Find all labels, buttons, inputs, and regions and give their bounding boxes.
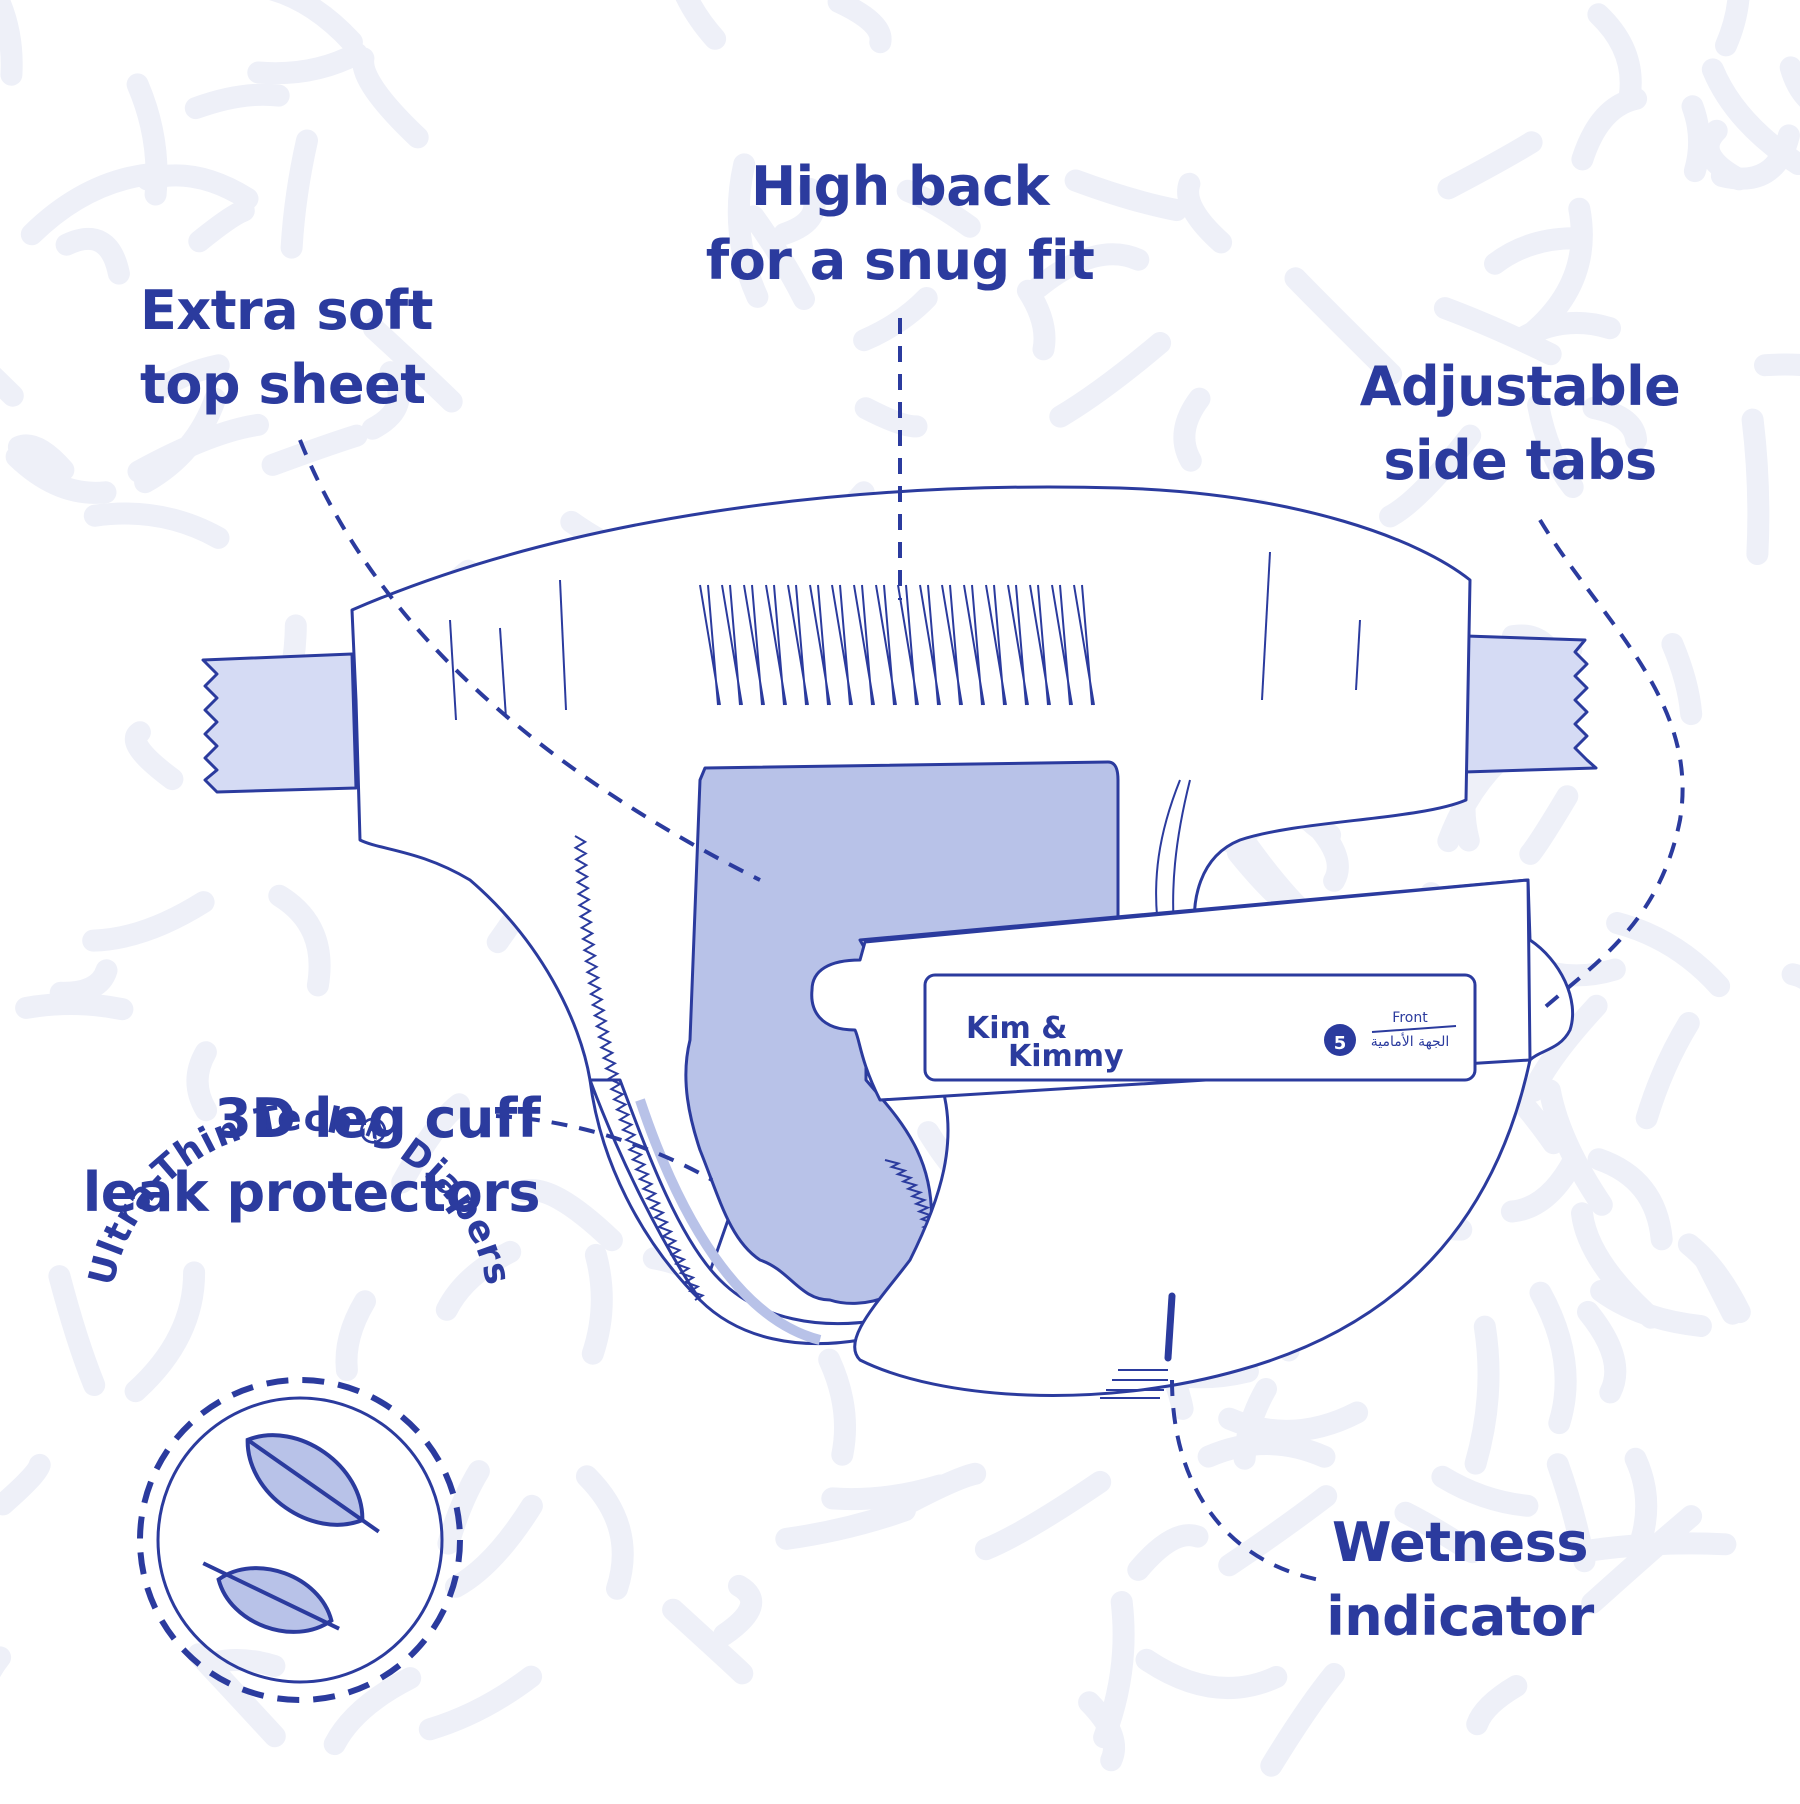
pattern-squiggle — [1476, 1327, 1489, 1464]
leaf-icon — [228, 1412, 398, 1559]
pattern-squiggle — [1693, 106, 1700, 171]
pattern-squiggle — [292, 141, 307, 248]
pattern-squiggle — [1028, 291, 1045, 350]
pattern-squiggle — [258, 54, 357, 74]
callout-top-sheet-line1: Extra soft — [140, 274, 560, 348]
pattern-squiggle — [1188, 184, 1221, 243]
pattern-squiggle — [829, 1360, 845, 1455]
pattern-squiggle — [0, 320, 13, 396]
pattern-squiggle — [1582, 99, 1636, 160]
callout-side-tabs: Adjustable side tabs — [1330, 350, 1710, 498]
pattern-squiggle — [95, 514, 219, 538]
pattern-squiggle — [1104, 1602, 1124, 1737]
callout-top-sheet: Extra soft top sheet — [140, 274, 560, 422]
pattern-squiggle — [196, 95, 279, 108]
pattern-squiggle — [32, 174, 152, 234]
pattern-squiggle — [1229, 1413, 1357, 1431]
pattern-squiggle — [448, 1471, 479, 1544]
pattern-squiggle — [912, 1474, 975, 1502]
pattern-squiggle — [61, 970, 107, 993]
callout-leg-cuff-line1: 3D leg cuff — [40, 1082, 540, 1156]
pattern-squiggle — [1442, 1477, 1527, 1506]
pattern-squiggle — [1793, 974, 1800, 1041]
pattern-squiggle — [1588, 1312, 1615, 1393]
right-side-tab — [1464, 636, 1596, 772]
pattern-squiggle — [3, 1465, 40, 1505]
pattern-squiggle — [669, 0, 715, 39]
pattern-squiggle — [136, 1272, 195, 1391]
callout-top-sheet-line2: top sheet — [140, 348, 560, 422]
pattern-squiggle — [1271, 1674, 1334, 1766]
pattern-squiggle — [1495, 238, 1574, 263]
pattern-squiggle — [1617, 923, 1719, 986]
pattern-squiggle — [1477, 1686, 1516, 1724]
pattern-squiggle — [59, 1276, 94, 1385]
pattern-squiggle — [1726, 0, 1739, 45]
callout-leg-cuff: 3D leg cuff leak protectors — [40, 1082, 540, 1230]
pattern-squiggle — [1541, 1293, 1566, 1423]
pattern-squiggle — [1060, 343, 1160, 417]
pattern-squiggle — [1753, 420, 1759, 554]
callout-high-back: High back for a snug fit — [640, 150, 1160, 298]
left-side-tab — [203, 654, 356, 792]
pattern-squiggle — [279, 896, 319, 986]
callout-wetness: Wetness indicator — [1290, 1506, 1630, 1654]
pattern-squiggle — [273, 436, 357, 465]
pattern-squiggle — [335, 1678, 411, 1744]
front-label-arabic: الجهة الأمامية — [1371, 1032, 1449, 1050]
front-label: Front — [1392, 1010, 1428, 1026]
size-number: 5 — [1334, 1033, 1347, 1054]
pattern-squiggle — [1791, 67, 1800, 114]
pattern-squiggle — [1636, 1459, 1647, 1539]
pattern-squiggle — [1512, 1159, 1574, 1211]
callout-side-tabs-line1: Adjustable — [1330, 350, 1710, 424]
pattern-squiggle — [724, 1586, 751, 1635]
callout-high-back-line1: High back — [640, 150, 1160, 224]
leaf-icon — [190, 1546, 350, 1651]
pattern-squiggle — [866, 408, 917, 426]
pattern-squiggle — [1138, 1535, 1197, 1570]
pattern-squiggle — [786, 1510, 905, 1539]
callout-side-tabs-line2: side tabs — [1330, 424, 1710, 498]
callout-wetness-line2: indicator — [1290, 1580, 1630, 1654]
pattern-squiggle — [587, 1476, 623, 1589]
pattern-squiggle — [1765, 365, 1800, 370]
pattern-squiggle — [199, 211, 244, 242]
pattern-squiggle — [136, 732, 173, 779]
pattern-squiggle — [986, 1482, 1100, 1549]
pattern-squiggle — [243, 0, 352, 42]
pattern-squiggle — [93, 902, 203, 941]
pattern-squiggle — [346, 1301, 365, 1370]
pattern-squiggle — [1672, 644, 1691, 714]
pattern-squiggle — [214, 1660, 275, 1666]
wetness-indicator-strip — [1168, 1296, 1172, 1358]
callout-high-back-line2: for a snug fit — [640, 224, 1160, 298]
pattern-squiggle — [0, 0, 12, 75]
callout-wetness-line1: Wetness — [1290, 1506, 1630, 1580]
pattern-squiggle — [1448, 142, 1531, 188]
pattern-squiggle — [1147, 1660, 1277, 1688]
pattern-squiggle — [1209, 1444, 1325, 1457]
pattern-squiggle — [1598, 14, 1630, 95]
pattern-squiggle — [1709, 131, 1740, 180]
pattern-squiggle — [26, 1004, 122, 1009]
pattern-squiggle — [430, 1677, 531, 1730]
pattern-squiggle — [839, 2, 881, 42]
pattern-squiggle — [1184, 399, 1199, 461]
callout-leg-cuff-line2: leak protectors — [40, 1156, 540, 1230]
brand-line-2: Kimmy — [1008, 1039, 1124, 1074]
pattern-squiggle — [1521, 323, 1610, 339]
pattern-squiggle — [1530, 796, 1567, 854]
pattern-squiggle — [1647, 1023, 1689, 1118]
pattern-squiggle — [67, 239, 119, 274]
pattern-squiggle — [864, 298, 927, 340]
pattern-squiggle — [593, 1255, 602, 1354]
pattern-squiggle — [363, 58, 418, 137]
